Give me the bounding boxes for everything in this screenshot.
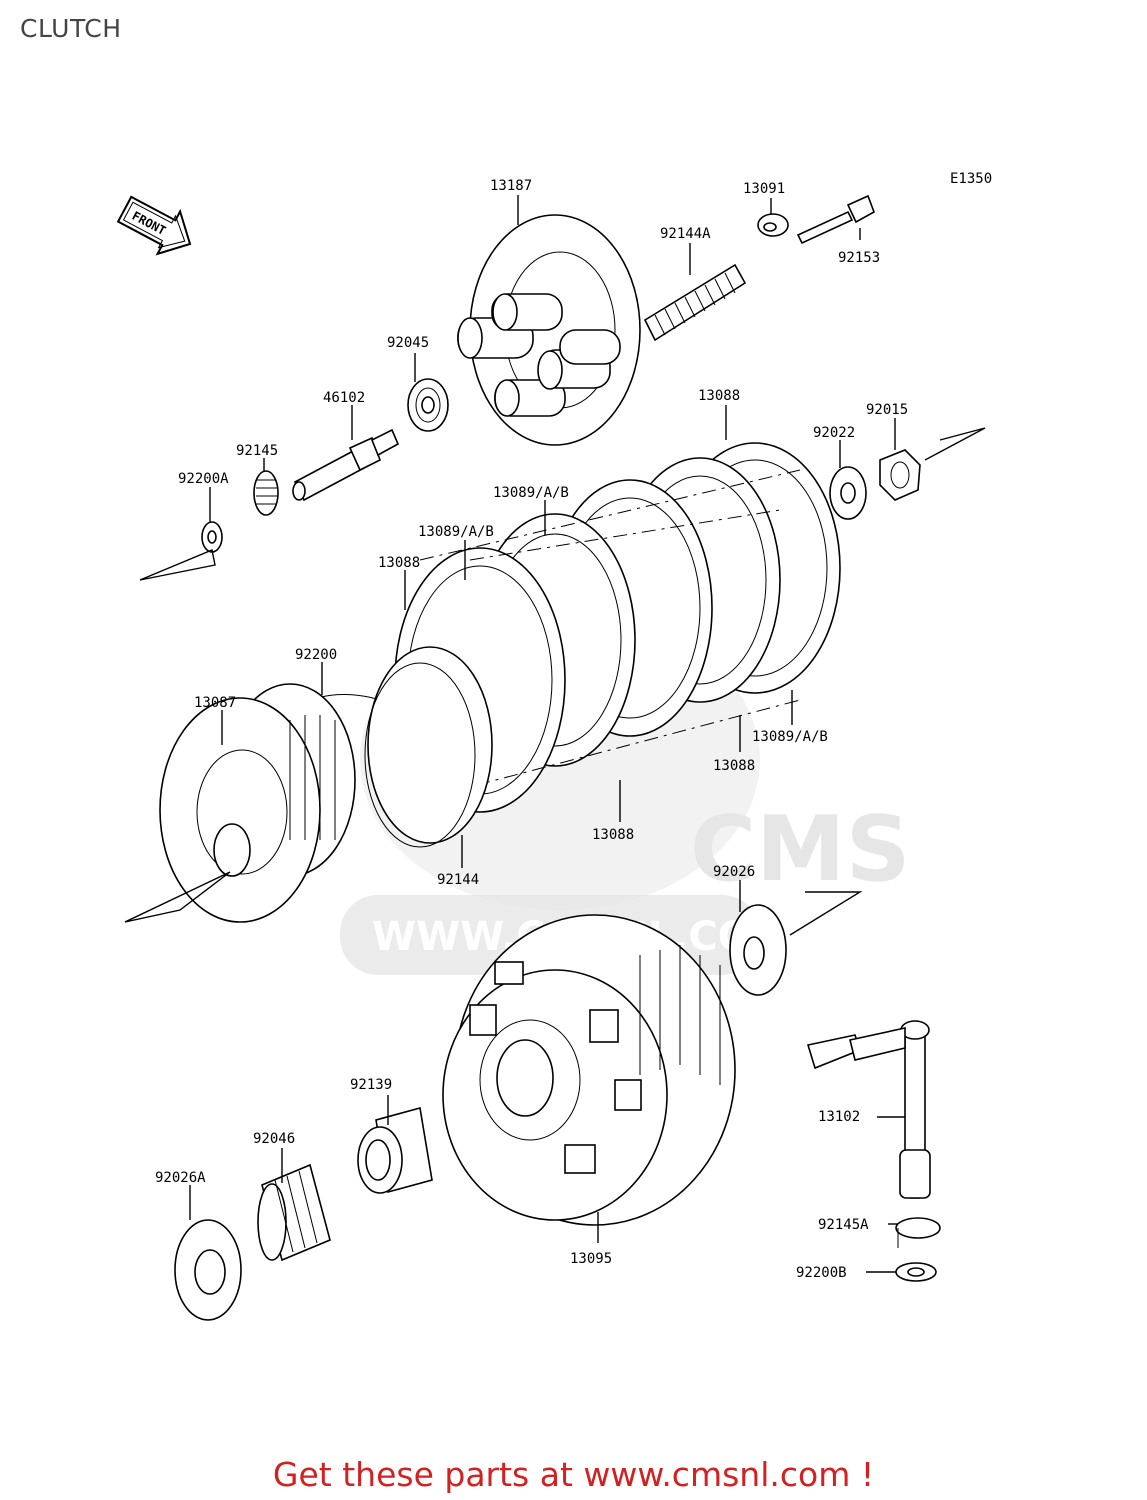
release-shaft-13102 [806,1020,931,1199]
part-labels: 13187 13091 92144A 92153 92045 46102 921… [155,178,908,1281]
watermark-brand: CMS [690,797,910,902]
reference-lines [124,427,986,936]
part-label-13088-top: 13088 [698,388,740,404]
part-label-92144A: 92144A [660,226,711,242]
part-label-13187: 13187 [490,178,532,194]
part-label-92026: 92026 [713,864,755,880]
leader-lines [189,195,905,1273]
part-label-92046: 92046 [253,1131,295,1147]
spring-92145 [253,470,279,516]
spring-rings [304,646,493,848]
part-label-13091: 13091 [743,181,785,197]
part-label-92015: 92015 [866,402,908,418]
diagram-code: E1350 [950,171,992,187]
washer-92200B [895,1262,937,1282]
spring-92144A [643,263,747,342]
part-label-46102: 46102 [323,390,365,406]
part-label-92145A: 92145A [818,1217,869,1233]
part-label-13089-right: 13089/A/B [752,729,828,745]
part-label-92144: 92144 [437,872,479,888]
clutch-exploded-diagram: CMS WWW.CMSNL.COM E1350 FRONT [116,171,992,1321]
front-arrow-icon: FRONT [116,195,192,256]
push-rod-46102 [292,428,400,502]
part-label-13089-upper: 13089/A/B [493,485,569,501]
washer-92026A [174,1219,242,1321]
washer-92200A [201,521,223,553]
part-label-92139: 92139 [350,1077,392,1093]
part-label-13095: 13095 [570,1251,612,1267]
washer-92022 [829,466,867,520]
parts-store-link[interactable]: Get these parts at www.cmsnl.com ! [272,1455,875,1494]
part-label-92200: 92200 [295,647,337,663]
needle-bearing-92046 [257,1163,331,1262]
part-label-92026A: 92026A [155,1170,206,1186]
part-label-13088-left: 13088 [378,555,420,571]
part-label-13087: 13087 [194,695,236,711]
retainer-13091 [757,213,789,237]
part-label-13088-bottom: 13088 [592,827,634,843]
part-label-92045: 92045 [387,335,429,351]
part-label-92022: 92022 [813,425,855,441]
clutch-plate-stack [394,442,841,813]
part-label-92153: 92153 [838,250,880,266]
bearing-92045 [407,378,449,432]
part-label-13089-mid: 13089/A/B [418,524,494,540]
spring-92145A [895,1217,941,1248]
part-label-13102: 13102 [818,1109,860,1125]
clutch-hub-13087 [159,683,356,923]
washer-92026 [729,904,787,996]
part-label-92200A: 92200A [178,471,229,487]
part-label-13088-right: 13088 [713,758,755,774]
pressure-plate-13187 [457,214,641,446]
part-label-92200B: 92200B [796,1265,847,1281]
clutch-housing-13095 [442,914,736,1226]
collar-92139 [357,1106,433,1194]
part-label-92145: 92145 [236,443,278,459]
nut-92015 [879,449,921,501]
page-title: CLUTCH [20,14,122,43]
bolt-92153 [796,194,875,245]
